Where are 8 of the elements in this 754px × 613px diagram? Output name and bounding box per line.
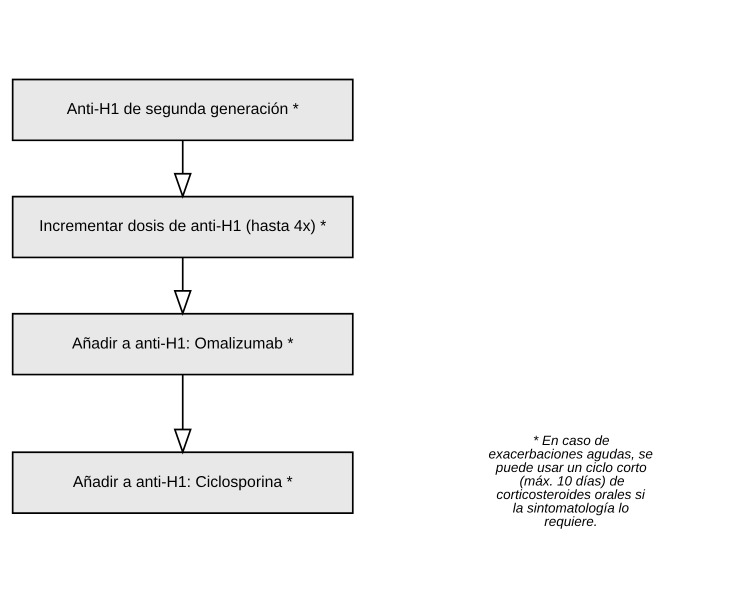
arrow (174, 140, 192, 198)
label: * En caso de exacerbaciones agudas, se puede usar un ciclo corto (máx. 10 días) de corticosteroides orales si la sintomatología lo requiere. (488, 432, 653, 529)
arrow (174, 374, 192, 454)
node-box: Añadir a anti-H1: Ciclosporina * (12, 450, 354, 514)
node-box: Añadir a anti-H1: Omalizumab * (12, 312, 354, 375)
arrow (174, 256, 192, 316)
node-box: Incrementar dosis de anti-H1 (hasta 4x) * (12, 195, 354, 258)
node-box: Anti-H1 de segunda generación * (12, 78, 354, 141)
